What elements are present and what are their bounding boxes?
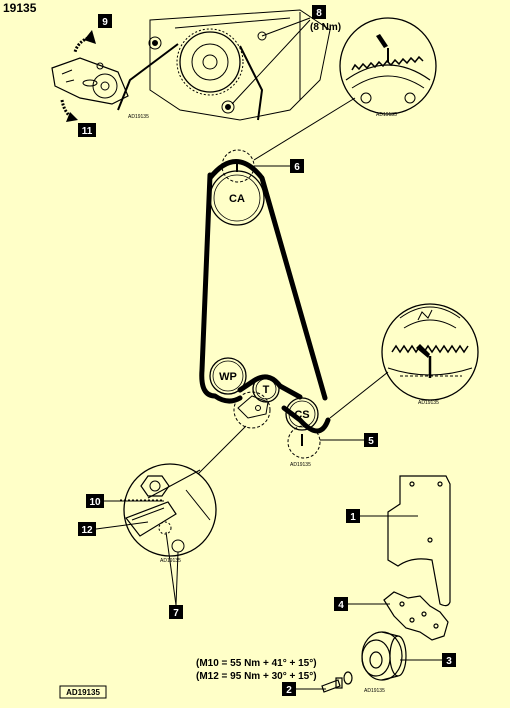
torque-8-text: (8 Nm) xyxy=(310,22,341,33)
water-pump-label: WP xyxy=(219,371,237,383)
svg-text:11: 11 xyxy=(82,126,93,137)
callout-8: 8 xyxy=(312,5,326,19)
crank-mark-arrow-icon xyxy=(416,344,430,358)
crank-pulley-part-3 xyxy=(361,631,407,681)
timing-cover-part-1 xyxy=(387,475,451,607)
callout-3: 3 xyxy=(442,653,456,667)
tensioner-inset-leader xyxy=(197,425,247,475)
callout-11: 11 xyxy=(78,123,96,137)
cam-mark-arrow-icon xyxy=(376,34,388,48)
callout-4: 4 xyxy=(334,597,348,611)
lower-cover-part-4 xyxy=(383,591,449,641)
belt-layout-caption: AD19135 xyxy=(290,462,311,468)
pulley-caption: AD19135 xyxy=(364,688,385,694)
cam-inset-leader xyxy=(253,97,356,161)
torque-m12-text: (M12 = 95 Nm + 30° + 15°) xyxy=(196,671,317,682)
svg-text:1: 1 xyxy=(350,512,356,523)
callout-7: 7 xyxy=(169,605,183,619)
figure-number: 19135 xyxy=(3,1,37,15)
callout-6: 6 xyxy=(290,159,304,173)
arrow-11-icon xyxy=(66,112,78,122)
cam-inset-caption: AD19135 xyxy=(376,112,397,118)
svg-text:7: 7 xyxy=(173,608,179,619)
pulley-bolt-part-2 xyxy=(321,671,353,693)
tensioner-caption: AD19135 xyxy=(128,114,149,120)
svg-text:9: 9 xyxy=(102,17,108,28)
tensioner-bolt-detail-inset xyxy=(120,463,217,557)
callout-5: 5 xyxy=(364,433,378,447)
callout-12: 12 xyxy=(78,522,96,536)
cam-mark-detail-inset xyxy=(339,17,437,115)
tensioner-adjustment-illustration xyxy=(51,9,331,121)
svg-text:4: 4 xyxy=(338,600,344,611)
svg-text:12: 12 xyxy=(81,525,93,536)
tensioner-roller-label: T xyxy=(263,384,270,396)
svg-text:10: 10 xyxy=(89,497,101,508)
svg-text:8: 8 xyxy=(316,8,322,19)
footer-code-box: AD19135 xyxy=(59,685,107,699)
svg-text:3: 3 xyxy=(446,656,452,667)
svg-text:2: 2 xyxy=(286,685,292,696)
leader-7a xyxy=(165,531,177,606)
callout-1: 1 xyxy=(346,509,360,523)
callout-2: 2 xyxy=(282,682,296,696)
svg-text:6: 6 xyxy=(294,162,300,173)
leader-7b xyxy=(175,551,179,606)
svg-text:5: 5 xyxy=(368,436,374,447)
crank-inset-caption: AD19135 xyxy=(418,400,439,406)
callout-10: 10 xyxy=(86,494,104,508)
tensioner-inset-caption: AD19135 xyxy=(160,558,181,564)
arrow-9-icon xyxy=(84,30,96,44)
crank-inset-leader xyxy=(329,371,389,419)
leader-12 xyxy=(95,521,149,530)
belt-layout xyxy=(199,149,331,459)
crank-mark-detail-inset xyxy=(381,303,479,401)
crankshaft-sprocket-label: CS xyxy=(294,409,309,421)
callout-9: 9 xyxy=(98,14,112,28)
torque-m10-text: (M10 = 55 Nm + 41° + 15°) xyxy=(196,658,317,669)
svg-text:AD19135: AD19135 xyxy=(66,688,100,697)
camshaft-pulley-label: CA xyxy=(229,193,245,205)
